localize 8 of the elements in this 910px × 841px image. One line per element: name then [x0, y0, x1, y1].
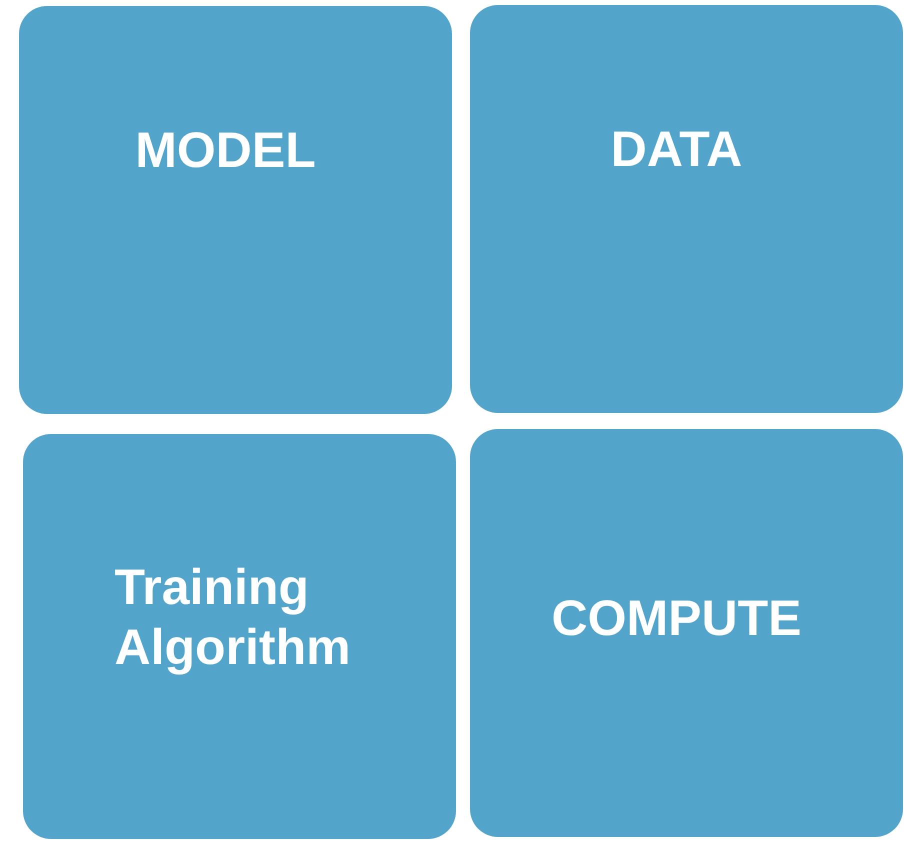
box-label: Training Algorithm	[114, 558, 352, 676]
rounded-box	[470, 5, 903, 413]
rounded-box	[23, 434, 456, 839]
rounded-box	[470, 429, 903, 837]
box-label: DATA	[610, 120, 742, 179]
box-label: MODEL	[135, 121, 316, 180]
rounded-box	[19, 6, 452, 414]
box-label: COMPUTE	[552, 589, 802, 648]
